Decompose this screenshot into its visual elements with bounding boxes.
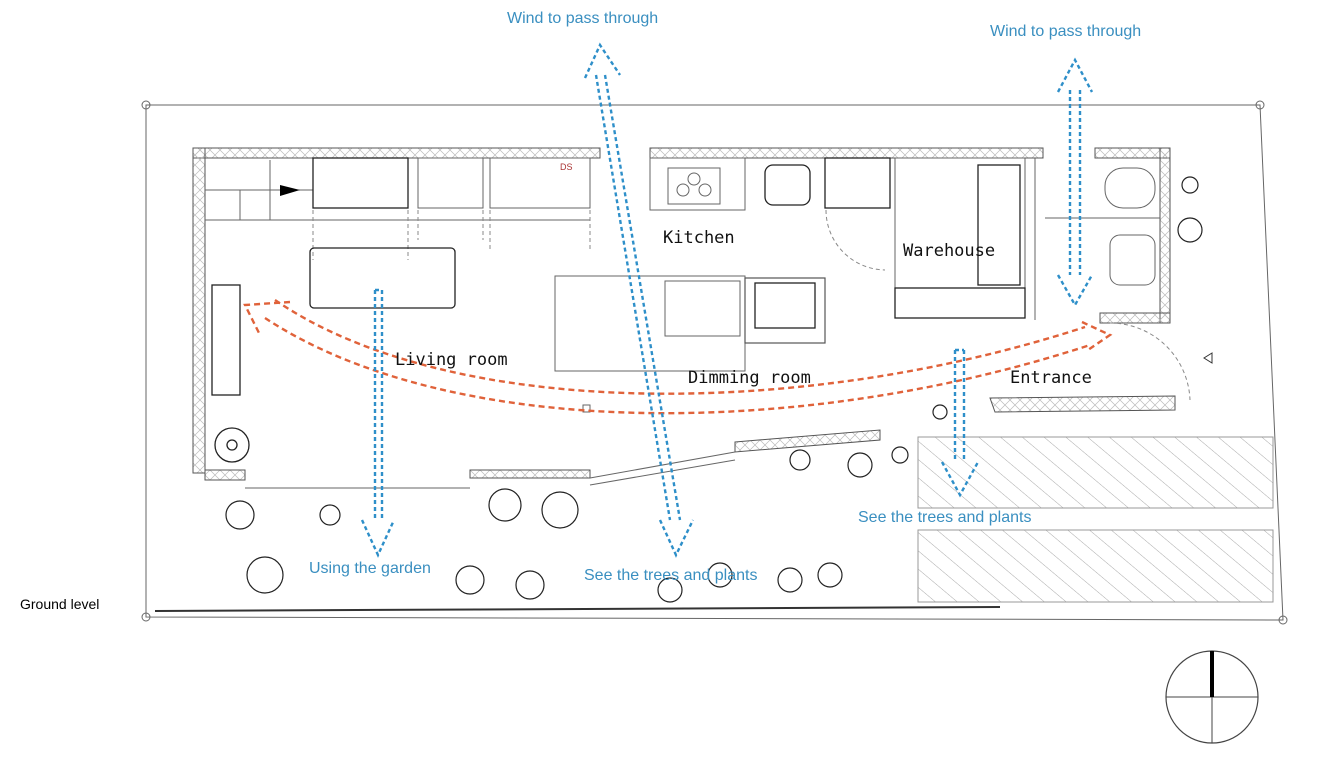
ds-label: DS — [560, 162, 573, 172]
plants — [225, 176, 1203, 603]
using-garden-label: Using the garden — [309, 560, 431, 577]
room-label-living: Living room — [395, 350, 508, 370]
house-walls: DS — [192, 147, 1213, 489]
wind-arrows — [360, 42, 1094, 558]
north-arrow-compass — [1165, 650, 1259, 744]
site-boundary — [141, 100, 1288, 625]
see-trees-label-center: See the trees and plants — [584, 567, 757, 584]
see-trees-label-right: See the trees and plants — [858, 509, 1031, 526]
room-label-entrance: Entrance — [1010, 368, 1092, 388]
level-label: Ground level — [20, 596, 99, 612]
room-label-dining: Dimming room — [688, 368, 811, 388]
wind-label-right: Wind to pass through — [990, 23, 1141, 40]
wind-label-left: Wind to pass through — [507, 10, 658, 27]
room-label-kitchen: Kitchen — [663, 228, 735, 248]
room-label-warehouse: Warehouse — [903, 241, 995, 261]
parking-area — [917, 436, 1274, 603]
circulation-arrow — [243, 299, 1113, 415]
